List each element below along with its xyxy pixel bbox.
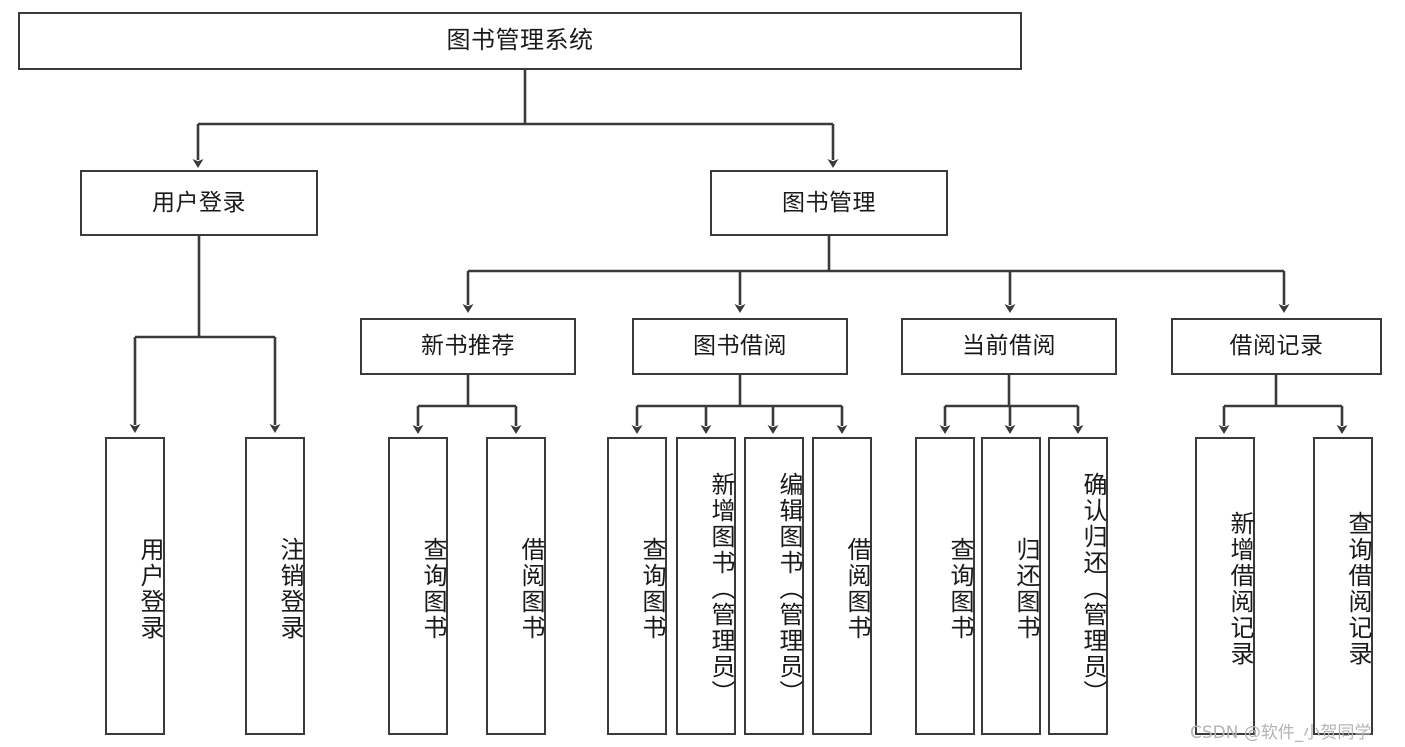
node-leaf-query-book-newbook[interactable]: 查询图书: [388, 437, 448, 735]
node-root-label: 图书管理系统: [446, 26, 594, 55]
node-leaf-add-borrow-record[interactable]: 新增借阅记录: [1195, 437, 1255, 735]
node-leaf-query-book-borrow-label: 查询图书: [638, 537, 666, 641]
node-leaf-borrow-book-newbook-label: 借阅图书: [517, 537, 545, 641]
node-leaf-edit-book-admin[interactable]: 编辑图书（管理员）: [744, 437, 804, 735]
node-leaf-user-login[interactable]: 用户登录: [105, 437, 165, 735]
node-leaf-add-book-admin-label: 新增图书（管理员）: [707, 472, 735, 706]
node-root[interactable]: 图书管理系统: [18, 12, 1022, 70]
node-user-login-label: 用户登录: [152, 189, 246, 216]
node-book-management[interactable]: 图书管理: [710, 170, 948, 236]
node-leaf-logout-label: 注销登录: [276, 537, 304, 641]
node-leaf-query-book-borrow[interactable]: 查询图书: [607, 437, 667, 735]
node-leaf-query-borrow-record-label: 查询借阅记录: [1344, 511, 1372, 667]
node-leaf-return-book-label: 归还图书: [1012, 537, 1040, 641]
node-current-borrow-label: 当前借阅: [962, 333, 1056, 360]
node-leaf-query-book-current[interactable]: 查询图书: [915, 437, 975, 735]
node-leaf-query-book-current-label: 查询图书: [946, 537, 974, 641]
node-leaf-return-book[interactable]: 归还图书: [981, 437, 1041, 735]
node-leaf-query-borrow-record[interactable]: 查询借阅记录: [1313, 437, 1373, 735]
node-borrow-record-label: 借阅记录: [1229, 333, 1324, 360]
node-book-management-label: 图书管理: [782, 189, 876, 216]
node-leaf-borrow-book-newbook[interactable]: 借阅图书: [486, 437, 546, 735]
node-leaf-add-book-admin[interactable]: 新增图书（管理员）: [676, 437, 736, 735]
node-book-borrow[interactable]: 图书借阅: [632, 318, 848, 375]
node-current-borrow[interactable]: 当前借阅: [901, 318, 1117, 375]
node-leaf-confirm-return-admin[interactable]: 确认归还（管理员）: [1048, 437, 1108, 735]
node-leaf-query-book-newbook-label: 查询图书: [419, 537, 447, 641]
node-new-book-recommend[interactable]: 新书推荐: [360, 318, 576, 375]
node-book-borrow-label: 图书借阅: [693, 333, 787, 360]
node-leaf-user-login-label: 用户登录: [136, 537, 164, 641]
node-user-login[interactable]: 用户登录: [80, 170, 318, 236]
node-borrow-record[interactable]: 借阅记录: [1171, 318, 1382, 375]
node-new-book-recommend-label: 新书推荐: [421, 333, 515, 360]
node-leaf-borrow-book-borrow[interactable]: 借阅图书: [812, 437, 872, 735]
node-leaf-confirm-return-admin-label: 确认归还（管理员）: [1079, 472, 1107, 706]
node-leaf-edit-book-admin-label: 编辑图书（管理员）: [775, 472, 803, 706]
node-leaf-borrow-book-borrow-label: 借阅图书: [843, 537, 871, 641]
node-leaf-logout[interactable]: 注销登录: [245, 437, 305, 735]
node-leaf-add-borrow-record-label: 新增借阅记录: [1226, 511, 1254, 667]
